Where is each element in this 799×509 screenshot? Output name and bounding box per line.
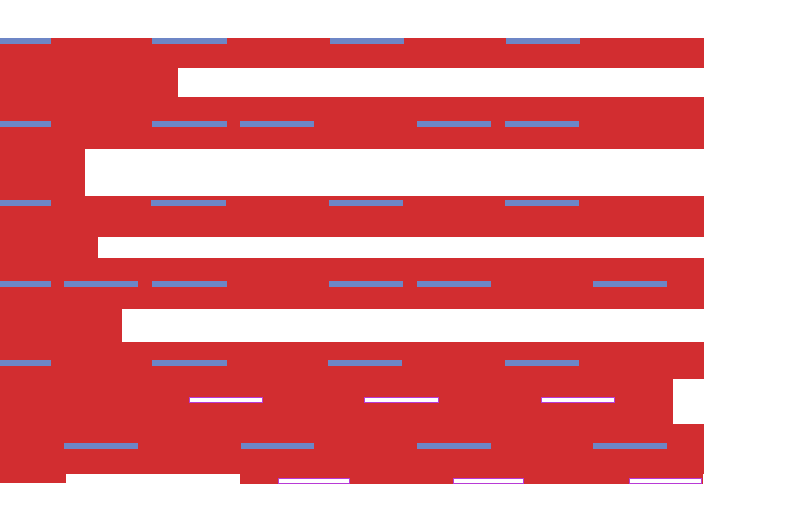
visited-link-underline[interactable] <box>629 478 702 484</box>
link-underline[interactable] <box>328 360 402 366</box>
visited-link-underline[interactable] <box>541 397 615 403</box>
text-block <box>0 237 98 258</box>
text-block <box>0 424 704 474</box>
link-underline[interactable] <box>151 200 226 206</box>
link-underline[interactable] <box>593 443 667 449</box>
link-underline[interactable] <box>152 121 227 127</box>
link-underline[interactable] <box>330 38 404 44</box>
text-block <box>0 149 85 196</box>
link-underline[interactable] <box>152 360 227 366</box>
visited-link-underline[interactable] <box>364 397 439 403</box>
text-block <box>0 474 66 483</box>
link-underline[interactable] <box>152 281 227 287</box>
visited-link-underline[interactable] <box>453 478 524 484</box>
link-underline[interactable] <box>417 281 491 287</box>
text-block <box>0 309 122 342</box>
text-block <box>0 68 178 97</box>
link-underline[interactable] <box>0 121 51 127</box>
link-underline[interactable] <box>417 443 491 449</box>
link-underline[interactable] <box>505 121 579 127</box>
visited-link-underline[interactable] <box>278 478 350 484</box>
link-underline[interactable] <box>0 38 51 44</box>
link-underline[interactable] <box>505 360 579 366</box>
link-underline[interactable] <box>64 443 138 449</box>
link-underline[interactable] <box>0 360 51 366</box>
link-underline[interactable] <box>417 121 491 127</box>
link-underline[interactable] <box>0 200 51 206</box>
link-underline[interactable] <box>241 443 314 449</box>
link-underline[interactable] <box>0 281 51 287</box>
text-block <box>0 97 704 149</box>
link-underline[interactable] <box>329 281 403 287</box>
link-underline[interactable] <box>505 200 579 206</box>
link-underline[interactable] <box>152 38 227 44</box>
link-underline[interactable] <box>329 200 403 206</box>
link-underline[interactable] <box>64 281 138 287</box>
link-underline[interactable] <box>593 281 667 287</box>
link-underline[interactable] <box>506 38 580 44</box>
link-underline[interactable] <box>240 121 314 127</box>
visited-link-underline[interactable] <box>189 397 263 403</box>
